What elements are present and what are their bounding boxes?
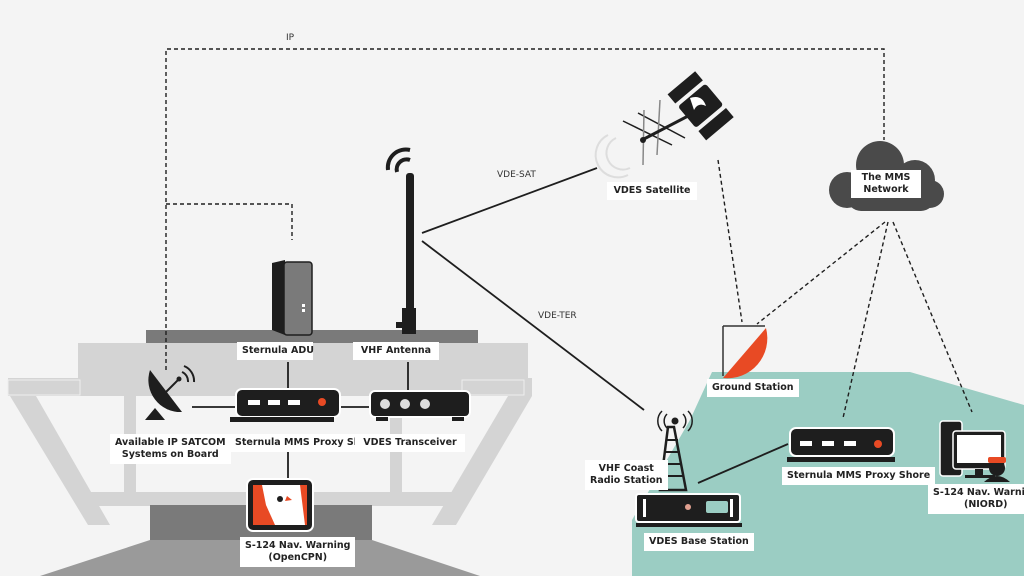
opencpn-display-icon bbox=[246, 478, 314, 532]
radio-links bbox=[192, 167, 789, 484]
sternula-adu-icon bbox=[272, 260, 313, 336]
ground-station-label: Ground Station bbox=[707, 379, 799, 397]
ship-structure bbox=[7, 330, 532, 576]
satcom-label: Available IP SATCOM Systems on Board bbox=[110, 434, 231, 464]
vdes-base-station-label: VDES Base Station bbox=[644, 533, 754, 551]
mms-network-label[interactable]: The MMS Network bbox=[851, 170, 921, 198]
vdes-satellite-label: VDES Satellite bbox=[607, 182, 697, 200]
vde-sat-link-label: VDE-SAT bbox=[497, 170, 536, 180]
ip-links bbox=[165, 48, 973, 419]
ip-link-label: IP bbox=[286, 33, 295, 43]
satcom-dish-icon bbox=[145, 365, 196, 420]
proxy-ship-router-icon bbox=[230, 388, 341, 422]
vhf-coast-radio-label: VHF Coast Radio Station bbox=[585, 460, 668, 490]
vdes-base-station-icon bbox=[635, 493, 742, 527]
vhf-antenna-icon bbox=[385, 147, 416, 334]
niord-label: S-124 Nav. Warning (NIORD) bbox=[928, 484, 1024, 514]
opencpn-label: S-124 Nav. Warning (OpenCPN) bbox=[240, 537, 356, 567]
proxy-shore-router-icon bbox=[787, 427, 895, 462]
vdes-transceiver-icon bbox=[369, 390, 471, 421]
vde-ter-link-label: VDE-TER bbox=[538, 311, 577, 321]
niord-workstation-icon bbox=[939, 420, 1010, 482]
ground-station-dish-icon bbox=[722, 325, 768, 379]
vdes-satellite-icon bbox=[594, 71, 734, 179]
sternula-adu-label: Sternula ADU bbox=[237, 342, 314, 360]
proxy-shore-label: Sternula MMS Proxy Shore bbox=[782, 467, 936, 485]
vdes-transceiver-label: VDES Transceiver bbox=[355, 434, 465, 452]
proxy-ship-label: Sternula MMS Proxy Ship bbox=[230, 434, 376, 452]
vhf-antenna-label: VHF Antenna bbox=[353, 342, 439, 360]
